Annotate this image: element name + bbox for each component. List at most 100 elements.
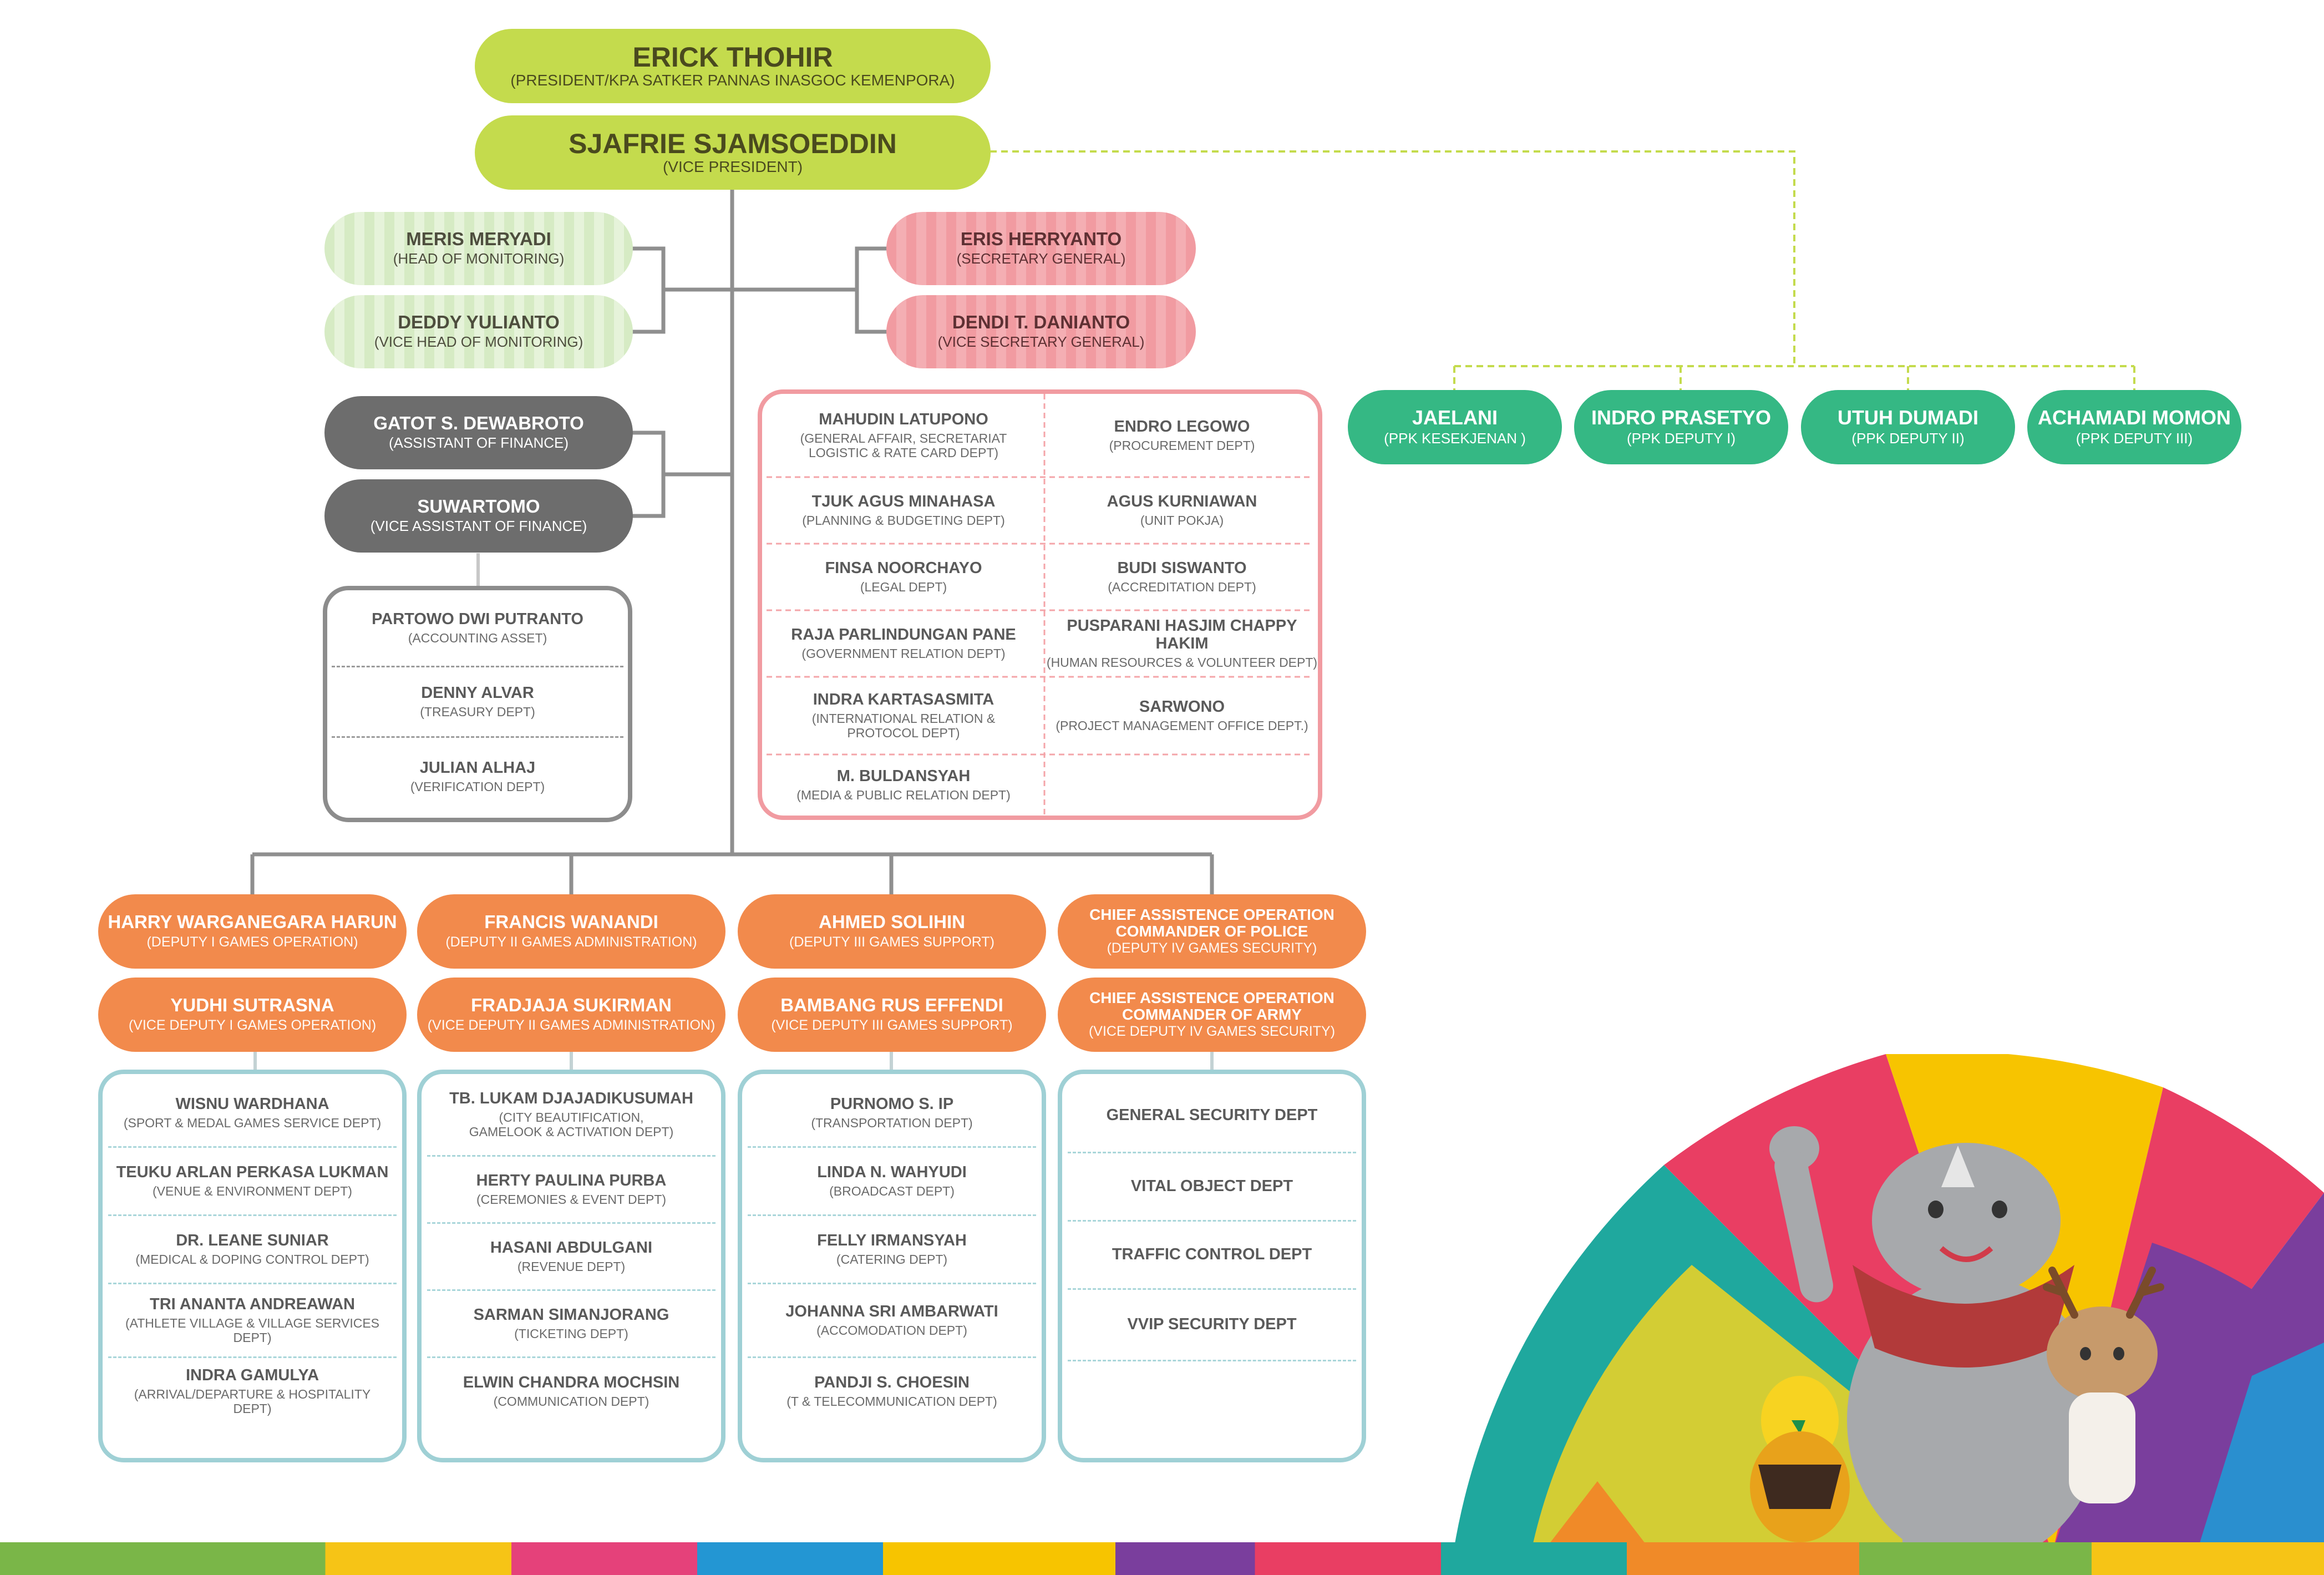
secretary-general-role: (SECRETARY GENERAL) (956, 250, 1126, 267)
secretariat-dept-cell: SARWONO (PROJECT MANAGEMENT OFFICE DEPT.… (1046, 677, 1318, 754)
dept-label: (REVENUE DEPT) (517, 1259, 626, 1274)
deputy-name: AHMED SOLIHIN (819, 911, 965, 932)
dept-name: DR. LEANE SUNIAR (176, 1231, 329, 1249)
secretariat-dept-cell: BUDI SISWANTO (ACCREDITATION DEPT) (1046, 544, 1318, 610)
vice-deputy-name: BAMBANG RUS EFFENDI (780, 994, 1003, 1015)
deputy-2-node: FRANCIS WANANDI (DEPUTY II GAMES ADMINIS… (417, 894, 725, 969)
deputy-role: (DEPUTY III GAMES SUPPORT) (789, 934, 994, 950)
dept-row: VVIP SECURITY DEPT (1068, 1290, 1356, 1361)
vice-assistant-of-finance-name: SUWARTOMO (417, 495, 540, 516)
secretary-general-name: ERIS HERRYANTO (960, 228, 1122, 249)
finance-dept-name: JULIAN ALHAJ (419, 758, 536, 777)
dept-row: GENERAL SECURITY DEPT (1068, 1080, 1356, 1153)
dept-name: FELLY IRMANSYAH (817, 1231, 967, 1249)
dept-name: TEUKU ARLAN PERKASA LUKMAN (116, 1163, 389, 1181)
assistant-of-finance-name: GATOT S. DEWABROTO (373, 412, 584, 433)
dept-row: HERTY PAULINA PURBA (CEREMONIES & EVENT … (427, 1157, 716, 1224)
ppk-kesekjenan-node: JAELANI (PPK KESEKJENAN ) (1348, 390, 1562, 464)
dept-name: LINDA N. WAHYUDI (817, 1163, 967, 1181)
secretariat-dept-name: M. BULDANSYAH (836, 767, 971, 785)
dept-label: (SPORT & MEDAL GAMES SERVICE DEPT) (123, 1115, 382, 1130)
secretariat-dept-cell: TJUK AGUS MINAHASA (PLANNING & BUDGETING… (768, 477, 1039, 544)
vice-deputy-role: (VICE DEPUTY II GAMES ADMINISTRATION) (427, 1017, 716, 1034)
vice-head-of-monitoring-role: (VICE HEAD OF MONITORING) (374, 333, 583, 351)
deer-mascot-icon (2043, 1267, 2164, 1503)
vice-deputy-role: (VICE DEPUTY IV GAMES SECURITY) (1088, 1024, 1336, 1040)
dept-name: TRAFFIC CONTROL DEPT (1112, 1245, 1312, 1264)
vice-president-name: SJAFRIE SJAMSOEDDIN (569, 128, 897, 159)
dept-label: (CATERING DEPT) (836, 1252, 948, 1267)
dept-name: JOHANNA SRI AMBARWATI (785, 1302, 998, 1320)
finance-dept-row: JULIAN ALHAJ (VERIFICATION DEPT) (332, 738, 623, 816)
vice-head-of-monitoring-node: DEDDY YULIANTO (VICE HEAD OF MONITORING) (324, 295, 633, 368)
ppk-role: (PPK DEPUTY I) (1626, 429, 1736, 447)
dept-row: FELLY IRMANSYAH (CATERING DEPT) (748, 1216, 1036, 1284)
president-name: ERICK THOHIR (632, 41, 833, 73)
president-node: ERICK THOHIR (PRESIDENT/KPA SATKER PANNA… (475, 29, 991, 103)
secretariat-dept-label: (PROCUREMENT DEPT) (1109, 438, 1255, 453)
dept-name: TB. LUKAM DJAJADIKUSUMAH (449, 1089, 693, 1107)
vice-deputy-name: YUDHI SUTRASNA (170, 994, 334, 1015)
dept-label: (MEDICAL & DOPING CONTROL DEPT) (135, 1252, 369, 1267)
secretariat-dept-name: ENDRO LEGOWO (1114, 417, 1250, 435)
secretariat-dept-cell: RAJA PARLINDUNGAN PANE (GOVERNMENT RELAT… (768, 610, 1039, 677)
dept-row: WISNU WARDHANA (SPORT & MEDAL GAMES SERV… (108, 1080, 397, 1148)
ppk-name: ACHAMADI MOMON (2038, 406, 2231, 429)
ppk-role: (PPK DEPUTY II) (1851, 429, 1965, 447)
dept-row: PANDJI S. CHOESIN (T & TELECOMMUNICATION… (748, 1358, 1036, 1425)
dept-row: TRI ANANTA ANDREAWAN (ATHLETE VILLAGE & … (108, 1284, 397, 1358)
secretariat-dept-name: MAHUDIN LATUPONO (819, 410, 988, 428)
vice-deputy-3-node: BAMBANG RUS EFFENDI (VICE DEPUTY III GAM… (738, 978, 1046, 1052)
dept-label: (T & TELECOMMUNICATION DEPT) (786, 1394, 997, 1409)
dept-label: (TICKETING DEPT) (514, 1326, 628, 1341)
finance-dept-label: (ACCOUNTING ASSET) (408, 630, 547, 645)
ppk-name: UTUH DUMADI (1838, 406, 1978, 429)
dept-label: (BROADCAST DEPT) (829, 1183, 955, 1198)
vice-deputy-2-node: FRADJAJA SUKIRMAN (VICE DEPUTY II GAMES … (417, 978, 725, 1052)
head-of-monitoring-node: MERIS MERYADI (HEAD OF MONITORING) (324, 212, 633, 285)
dept-row: DR. LEANE SUNIAR (MEDICAL & DOPING CONTR… (108, 1216, 397, 1284)
secretariat-dept-cell: FINSA NOORCHAYO (LEGAL DEPT) (768, 544, 1039, 610)
secretariat-dept-label: (MEDIA & PUBLIC RELATION DEPT) (796, 787, 1011, 802)
dept-label: (COMMUNICATION DEPT) (493, 1394, 649, 1409)
secretariat-dept-label: (LEGAL DEPT) (860, 579, 947, 594)
dept-row: HASANI ABDULGANI (REVENUE DEPT) (427, 1224, 716, 1291)
deputy-role: (DEPUTY I GAMES OPERATION) (146, 934, 358, 950)
dept-row: TEUKU ARLAN PERKASA LUKMAN (VENUE & ENVI… (108, 1148, 397, 1216)
ppk-role: (PPK KESEKJENAN ) (1384, 429, 1526, 447)
head-of-monitoring-name: MERIS MERYADI (406, 228, 551, 249)
deputy-role: (DEPUTY IV GAMES SECURITY) (1107, 940, 1317, 956)
rhino-mascot-icon (1769, 1126, 2102, 1564)
deputy-2-departments-box: TB. LUKAM DJAJADIKUSUMAH (CITY BEAUTIFIC… (417, 1070, 725, 1462)
dept-name: WISNU WARDHANA (175, 1095, 329, 1113)
vice-deputy-role: (VICE DEPUTY I GAMES OPERATION) (128, 1017, 377, 1034)
secretariat-dept-cell: PUSPARANI HASJIM CHAPPY HAKIM (HUMAN RES… (1046, 610, 1318, 677)
finance-dept-label: (TREASURY DEPT) (420, 704, 535, 719)
deputy-name: FRANCIS WANANDI (484, 911, 658, 932)
finance-dept-label: (VERIFICATION DEPT) (410, 779, 545, 794)
secretariat-dept-name: INDRA KARTASASMITA (813, 690, 994, 708)
secretariat-dept-label: (GENERAL AFFAIR, SECRETARIAT LOGISTIC & … (800, 431, 1007, 460)
secretariat-dept-cell: M. BULDANSYAH (MEDIA & PUBLIC RELATION D… (768, 754, 1039, 816)
dept-label: (CEREMONIES & EVENT DEPT) (476, 1192, 667, 1207)
secretariat-grid-lines (767, 394, 1313, 816)
vice-president-node: SJAFRIE SJAMSOEDDIN (VICE PRESIDENT) (475, 115, 991, 190)
vice-secretary-general-name: DENDI T. DANIANTO (952, 311, 1130, 332)
secretariat-dept-label: (INTERNATIONAL RELATION & PROTOCOL DEPT) (811, 711, 996, 740)
dept-name: PANDJI S. CHOESIN (814, 1373, 970, 1391)
finance-dept-name: DENNY ALVAR (421, 683, 534, 702)
dept-name: GENERAL SECURITY DEPT (1106, 1106, 1318, 1125)
president-role: (PRESIDENT/KPA SATKER PANNAS INASGOC KEM… (510, 72, 955, 89)
finance-dept-name: PARTOWO DWI PUTRANTO (372, 610, 583, 628)
dept-label: (VENUE & ENVIRONMENT DEPT) (153, 1183, 352, 1198)
dept-row: TB. LUKAM DJAJADIKUSUMAH (CITY BEAUTIFIC… (427, 1074, 716, 1157)
secretariat-dept-name: PUSPARANI HASJIM CHAPPY HAKIM (1067, 616, 1297, 652)
secretariat-dept-cell: MAHUDIN LATUPONO (GENERAL AFFAIR, SECRET… (768, 394, 1039, 477)
deputy-3-departments-box: PURNOMO S. IP (TRANSPORTATION DEPT) LIND… (738, 1070, 1046, 1462)
ppk-deputy-3-node: ACHAMADI MOMON (PPK DEPUTY III) (2027, 390, 2241, 464)
secretariat-dept-name: BUDI SISWANTO (1117, 559, 1247, 577)
dept-row: LINDA N. WAHYUDI (BROADCAST DEPT) (748, 1148, 1036, 1216)
finance-dept-row: DENNY ALVAR (TREASURY DEPT) (332, 667, 623, 738)
secretariat-dept-name: SARWONO (1139, 697, 1225, 716)
